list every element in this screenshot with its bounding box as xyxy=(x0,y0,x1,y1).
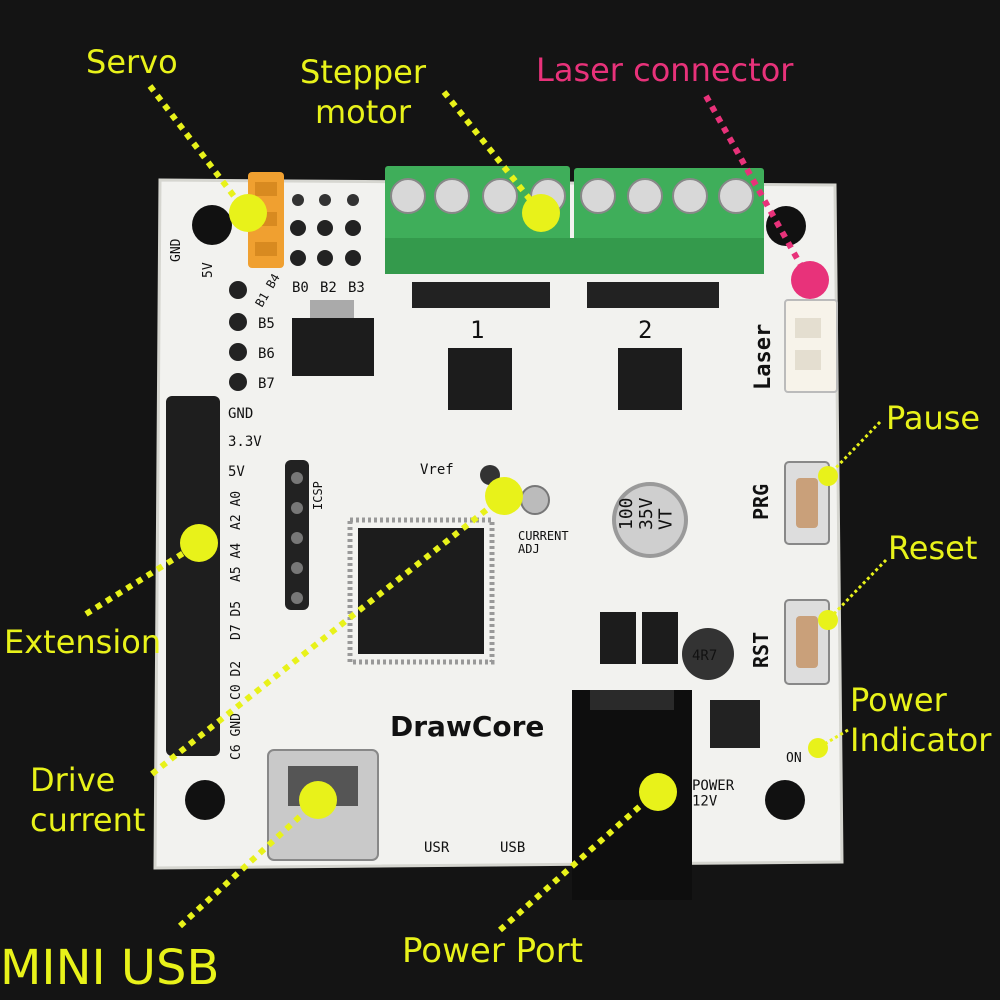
leader-laser xyxy=(703,94,811,280)
silk-b3: B3 xyxy=(348,280,365,296)
servo-header xyxy=(248,172,284,268)
dot-power-port xyxy=(639,773,677,811)
silk-vref: Vref xyxy=(420,462,454,478)
driver-pin-headers xyxy=(412,282,719,308)
silk-usr: USR xyxy=(424,840,450,856)
dot-laser xyxy=(791,261,829,299)
dot-mini-usb xyxy=(299,781,337,819)
silk-gnd: GND xyxy=(169,238,184,262)
callout-power-indicator: Power Indicator xyxy=(850,681,992,759)
callout-servo: Servo xyxy=(86,43,178,81)
silk-inductor: 4R7 xyxy=(692,648,717,664)
power-components xyxy=(600,612,760,748)
leader-reset xyxy=(826,558,888,622)
silk-stepper-2: 2 xyxy=(638,316,652,344)
callout-dots xyxy=(180,194,838,819)
electrolytic-capacitor xyxy=(612,482,688,558)
callout-laser-connector: Laser connector xyxy=(536,51,794,89)
silk-b6: B6 xyxy=(258,346,275,362)
leader-extension xyxy=(84,541,200,617)
leader-stepper xyxy=(441,90,543,214)
silk-5v-2: 5V xyxy=(228,464,245,480)
servo-pin-holes xyxy=(290,194,361,266)
dot-drive-current xyxy=(485,477,523,515)
stepper-terminal-blocks xyxy=(385,166,764,274)
callout-mini-usb: MINI USB xyxy=(0,940,220,996)
silk-b5: B5 xyxy=(258,316,275,332)
pause-button-part xyxy=(784,461,830,545)
silk-5v: 5V xyxy=(201,262,216,278)
leader-power-port xyxy=(498,789,658,933)
silk-c6gnd: C6 GND xyxy=(229,713,244,760)
dot-servo xyxy=(229,194,267,232)
silk-cap: 10035VVT xyxy=(616,497,677,530)
callout-extension: Extension xyxy=(4,623,162,661)
side-pin-holes xyxy=(229,281,247,391)
voltage-regulator xyxy=(292,300,374,376)
microcontroller-chip xyxy=(347,517,495,665)
callout-power-port: Power Port xyxy=(402,931,584,971)
callout-drive-current: Drive current xyxy=(30,761,146,839)
leader-drive-current xyxy=(150,493,506,777)
reset-button-part xyxy=(784,599,830,685)
silk-board-name: DrawCore xyxy=(390,710,544,743)
laser-connector-jack xyxy=(784,299,838,393)
stepper-driver-chips xyxy=(448,348,682,410)
silk-usb: USB xyxy=(500,840,525,856)
mounting-holes xyxy=(185,205,806,820)
silk-b0: B0 xyxy=(292,280,309,296)
extension-header xyxy=(166,396,220,756)
icsp-header xyxy=(285,460,309,610)
silk-c0d2: C0 D2 xyxy=(229,661,244,700)
silk-stepper-1: 1 xyxy=(470,316,484,344)
dot-pause xyxy=(818,466,838,486)
silk-a5a1: A5 A4 xyxy=(229,543,244,582)
silk-prg: PRG xyxy=(749,484,773,520)
silk-rst: RST xyxy=(749,632,773,668)
callout-reset: Reset xyxy=(888,529,978,567)
silk-b7: B7 xyxy=(258,376,275,392)
dot-power-indicator xyxy=(808,738,828,758)
leader-pause xyxy=(826,420,882,478)
silk-on: ON xyxy=(786,751,802,766)
silk-icsp: ICSP xyxy=(311,481,325,510)
silk-33v: 3.3V xyxy=(228,434,262,450)
dot-extension xyxy=(180,524,218,562)
callout-pause: Pause xyxy=(886,399,981,437)
silk-laser: Laser xyxy=(751,324,776,390)
silk-a2a0: A2 A0 xyxy=(229,491,244,530)
silk-gnd-2: GND xyxy=(228,406,253,422)
silk-d7d5: D7 D5 xyxy=(229,601,244,640)
callout-stepper-motor: Stepper motor xyxy=(300,53,427,131)
silk-b2: B2 xyxy=(320,280,337,296)
leader-servo xyxy=(147,84,249,214)
callout-leaders xyxy=(84,84,888,933)
dot-stepper xyxy=(522,194,560,232)
dot-reset xyxy=(818,610,838,630)
